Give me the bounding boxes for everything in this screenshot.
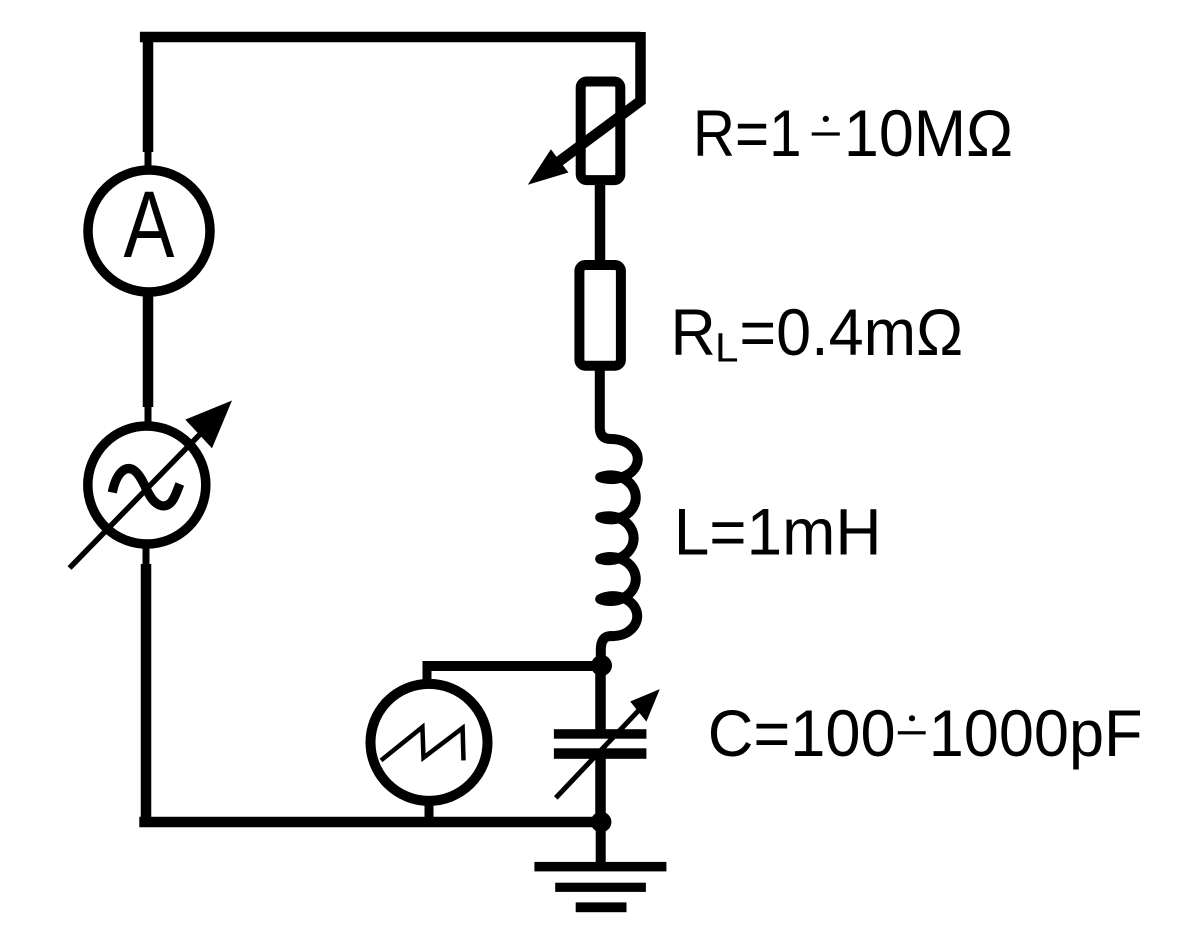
svg-text:=0.4mΩ: =0.4mΩ [739, 296, 963, 370]
svg-text:C=100: C=100 [708, 697, 896, 771]
svg-text:L=1mH: L=1mH [674, 495, 882, 569]
svg-text:R: R [671, 295, 716, 369]
svg-text:10MΩ: 10MΩ [844, 97, 1013, 171]
svg-text:A: A [123, 172, 175, 278]
svg-text:1000pF: 1000pF [929, 697, 1143, 771]
svg-text:L: L [715, 324, 738, 370]
svg-text:R=1: R=1 [693, 98, 802, 171]
